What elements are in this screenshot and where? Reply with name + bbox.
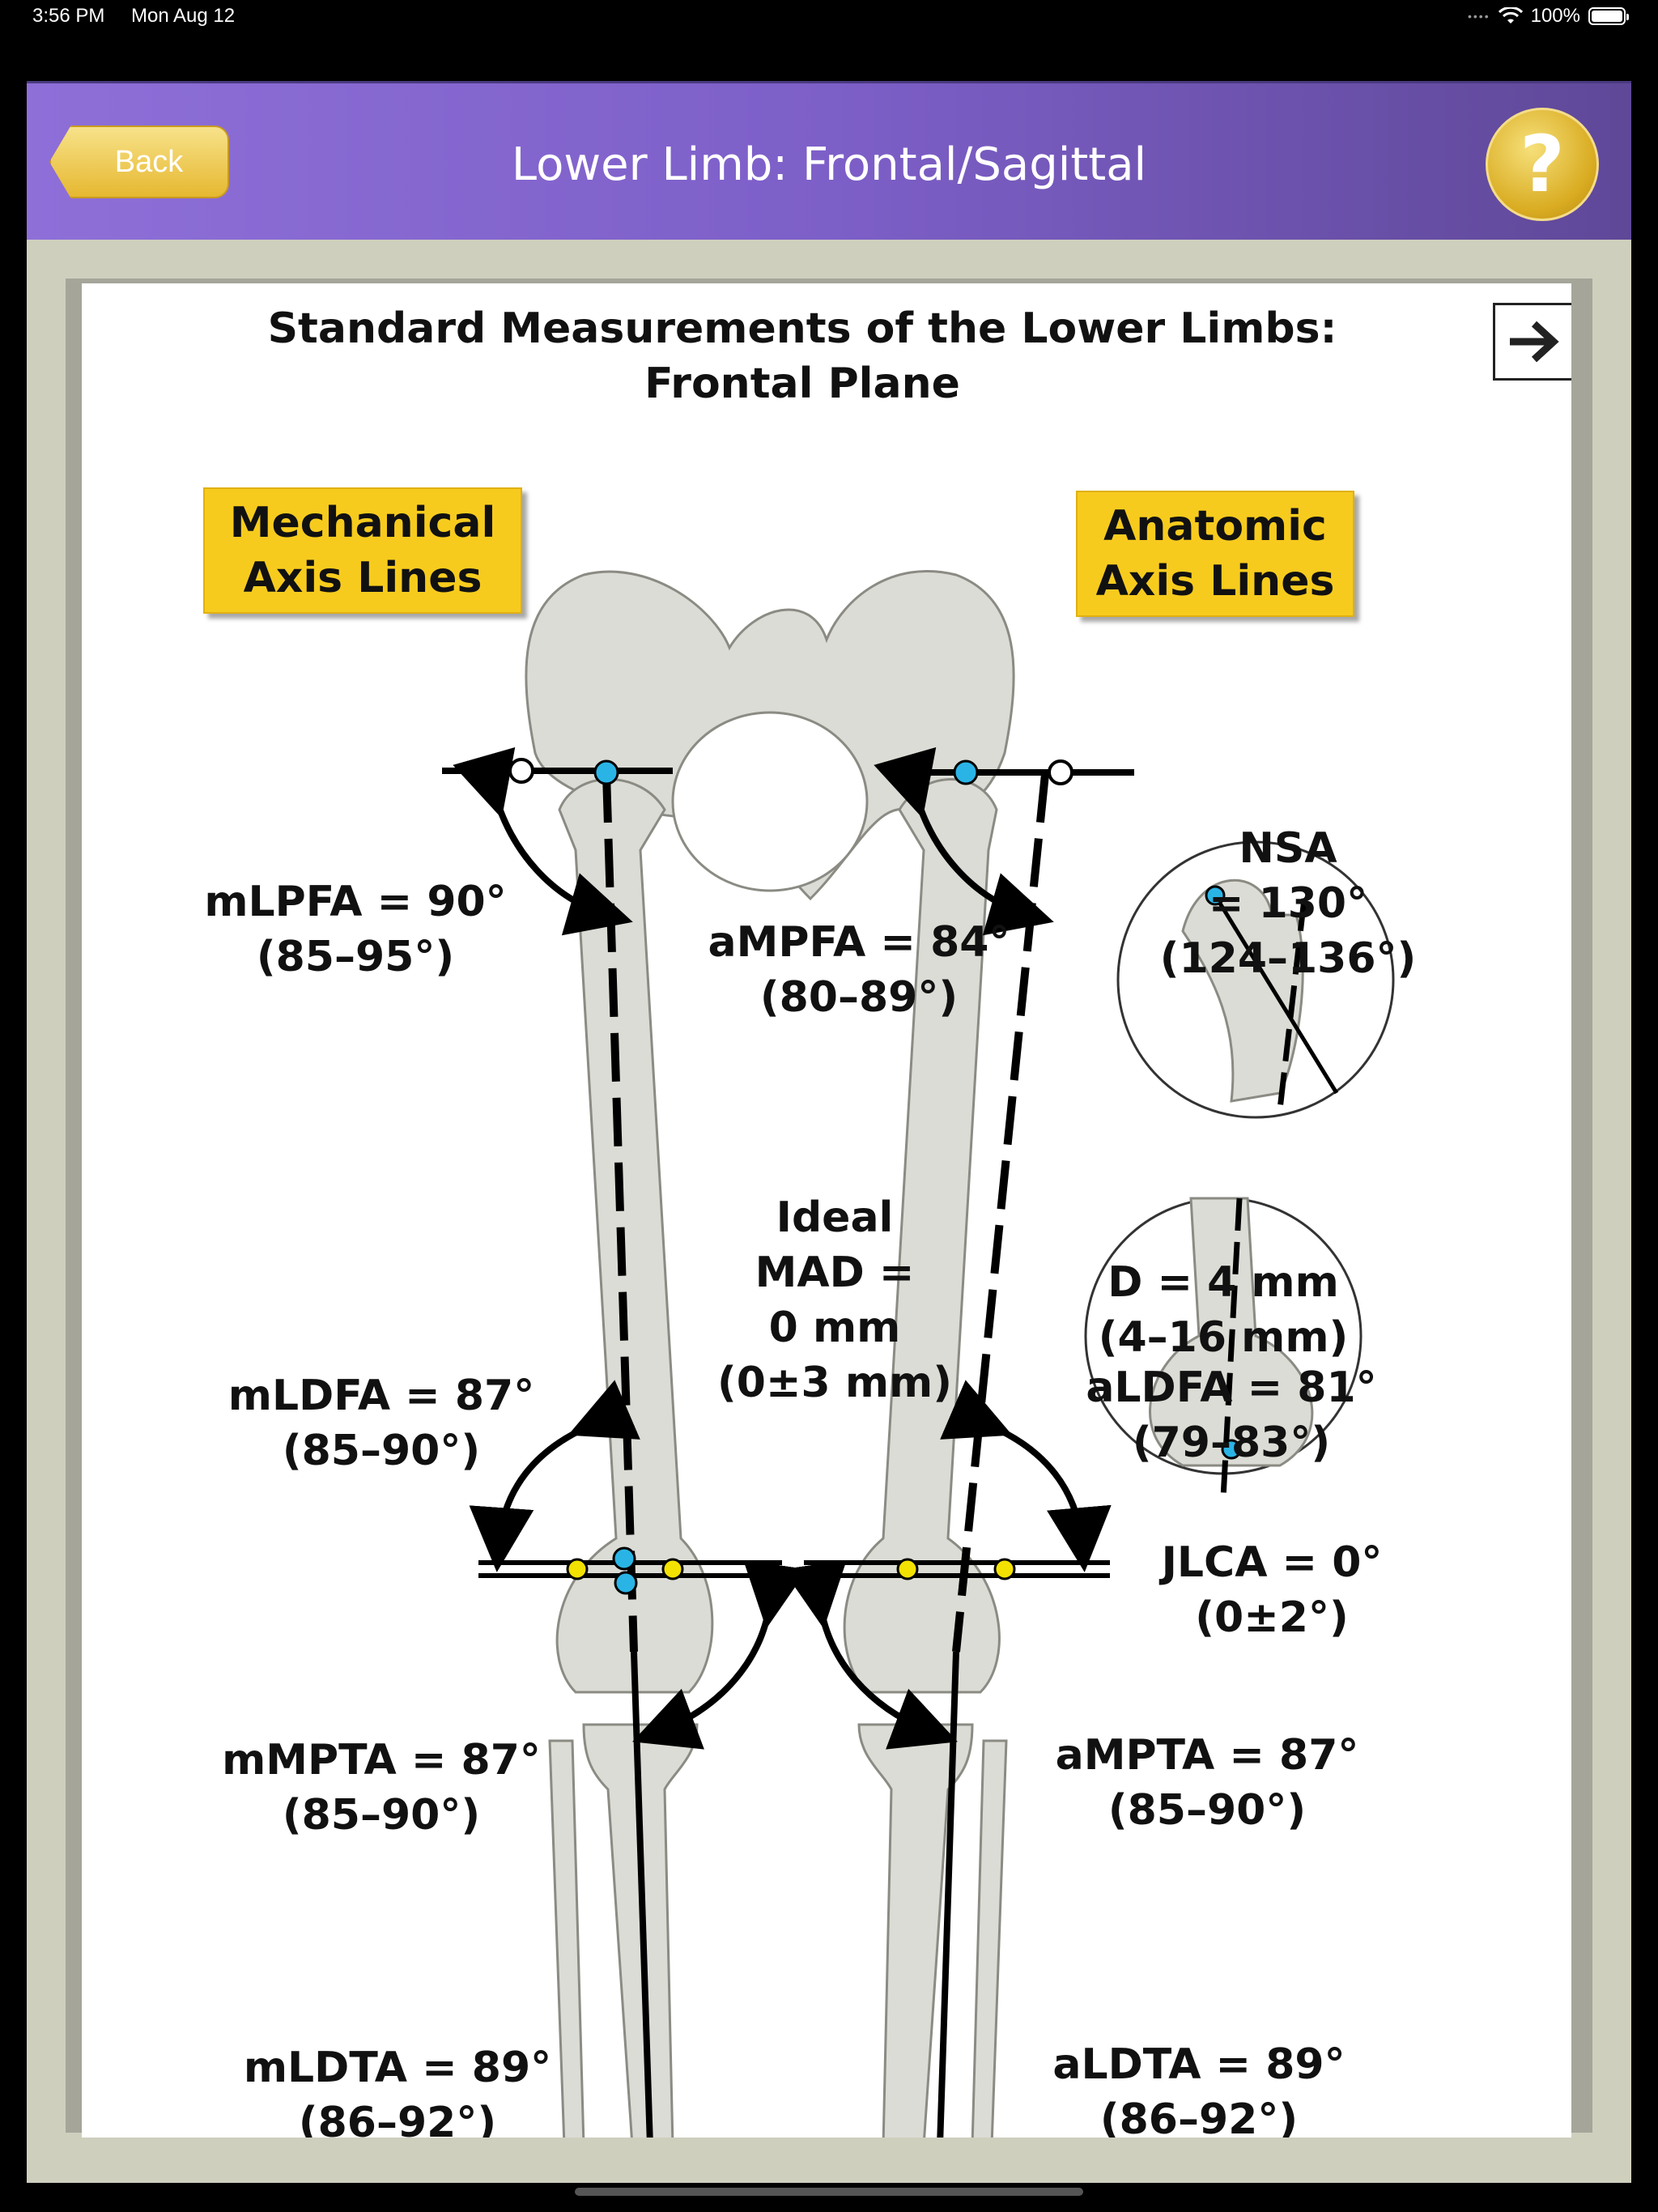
label-ampfa-range: (80–89°) — [759, 973, 959, 1022]
document-frame: Standard Measurements of the Lower Limbs… — [66, 279, 1592, 2138]
label-mmpta: mMPTA = 87° — [222, 1736, 541, 1784]
back-button[interactable]: Back — [49, 125, 229, 198]
next-page-button[interactable] — [1493, 303, 1571, 381]
anatomic-tag-line-1: Anatomic — [1103, 502, 1327, 551]
page-title: Lower Limb: Frontal/Sagittal — [511, 138, 1147, 191]
label-d-range: (4–16 mm) — [1098, 1313, 1349, 1362]
status-time: 3:56 PM — [32, 5, 105, 27]
label-mad-range: (0±3 mm) — [717, 1359, 952, 1407]
arrow-right-icon — [1510, 321, 1559, 363]
label-ampta-range: (85–90°) — [1107, 1786, 1307, 1835]
anatomic-axis-tag: Anatomic Axis Lines — [1076, 491, 1354, 617]
label-nsa-1: NSA — [1239, 824, 1337, 873]
status-right: •••• 100% — [1468, 5, 1629, 28]
anatomic-tag-line-2: Axis Lines — [1095, 557, 1335, 606]
battery-icon — [1588, 7, 1629, 25]
document-title-line-1: Standard Measurements of the Lower Limbs… — [267, 304, 1337, 353]
document-title-line-2: Frontal Plane — [644, 359, 960, 408]
lower-limb-diagram — [442, 570, 1395, 2138]
status-bar: 3:56 PM Mon Aug 12 •••• 100% — [0, 0, 1658, 34]
label-ampfa: aMPFA = 84° — [708, 918, 1010, 967]
label-aldta: aLDTA = 89° — [1052, 2040, 1346, 2089]
label-ampta: aMPTA = 87° — [1055, 1731, 1359, 1780]
label-mad-2: MAD = — [755, 1249, 915, 1297]
label-mad-1: Ideal — [776, 1193, 894, 1242]
label-aldfa-range: (79–83°) — [1132, 1419, 1331, 1467]
label-mad-3: 0 mm — [768, 1304, 901, 1352]
wifi-icon — [1498, 7, 1523, 23]
help-button[interactable]: ? — [1486, 108, 1599, 221]
label-mldfa: mLDFA = 87° — [227, 1372, 535, 1420]
label-d: D = 4 mm — [1107, 1258, 1339, 1307]
label-mldta-range: (86–92°) — [298, 2099, 497, 2138]
label-mlpfa-range: (85–95°) — [256, 933, 455, 981]
signal-dots-icon: •••• — [1468, 10, 1490, 23]
nav-header: Back Lower Limb: Frontal/Sagittal ? — [27, 81, 1631, 240]
mechanical-tag-line-2: Axis Lines — [243, 554, 483, 602]
label-aldta-range: (86–92°) — [1099, 2095, 1299, 2138]
label-mldta: mLDTA = 89° — [243, 2044, 552, 2092]
label-jlca: JLCA = 0° — [1161, 1538, 1383, 1587]
label-nsa-2: = 130° — [1208, 879, 1368, 928]
battery-percent: 100% — [1530, 5, 1580, 27]
label-mldfa-range: (85–90°) — [282, 1427, 481, 1475]
document-page: Standard Measurements of the Lower Limbs… — [82, 283, 1571, 2138]
mechanical-tag-line-1: Mechanical — [229, 499, 496, 547]
label-aldfa: aLDFA = 81° — [1086, 1363, 1377, 1412]
label-nsa-range: (124–136°) — [1159, 934, 1417, 983]
mechanical-axis-tag: Mechanical Axis Lines — [203, 487, 522, 614]
status-date: Mon Aug 12 — [131, 5, 236, 27]
label-jlca-range: (0±2°) — [1195, 1593, 1349, 1642]
label-mlpfa: mLPFA = 90° — [204, 878, 507, 926]
home-indicator[interactable] — [575, 2188, 1083, 2196]
label-mmpta-range: (85–90°) — [282, 1791, 481, 1840]
app-window: Back Lower Limb: Frontal/Sagittal ? — [27, 81, 1631, 2183]
